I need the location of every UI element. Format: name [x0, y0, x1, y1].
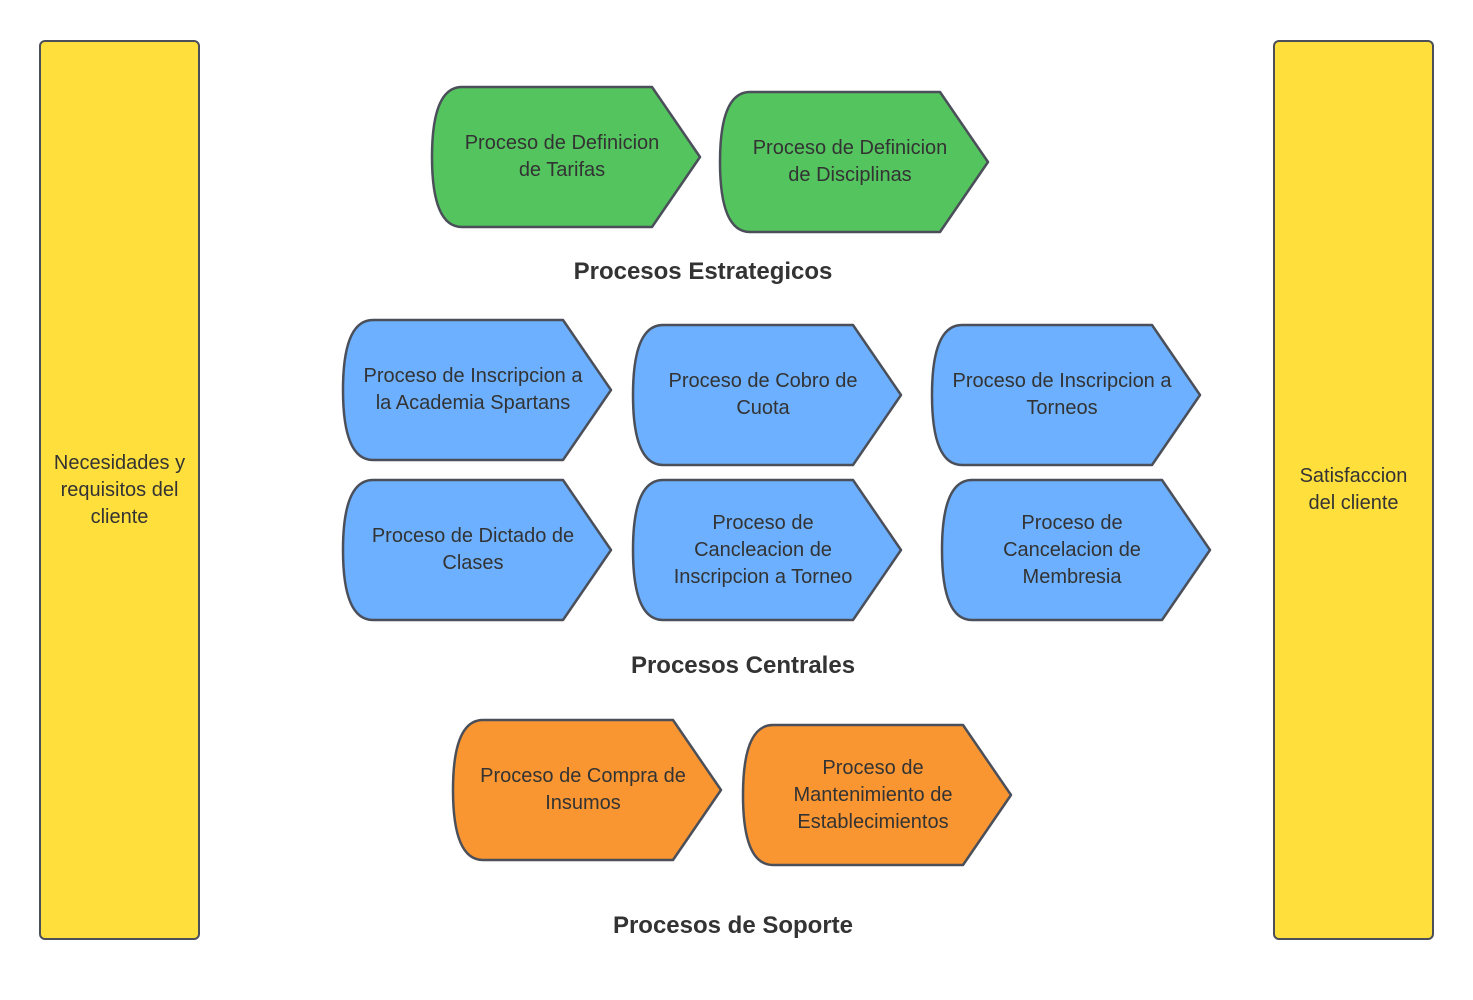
section-title-strategic: Procesos Estrategicos	[573, 258, 833, 285]
section-title-support: Procesos de Soporte	[612, 912, 854, 939]
process-shape-cobro-cuota	[631, 323, 903, 467]
process-shape-inscripcion-academia	[341, 318, 613, 462]
process-shape-mantenimiento-establecimientos	[741, 723, 1013, 867]
process-shape-dictado-clases	[341, 478, 613, 622]
process-shape-definicion-tarifas	[430, 85, 702, 229]
process-shape-inscripcion-torneos	[930, 323, 1202, 467]
customer-needs-label: Necesidades y requisitos del cliente	[53, 451, 186, 528]
customer-needs-bar: Necesidades y requisitos del cliente	[39, 40, 200, 940]
process-shape-definicion-disciplinas	[718, 90, 990, 234]
section-title-central: Procesos Centrales	[630, 652, 856, 679]
customer-satisfaction-label: Satisfaccion del cliente	[1299, 465, 1408, 514]
customer-satisfaction-bar: Satisfaccion del cliente	[1273, 40, 1434, 940]
process-shape-compra-insumos	[451, 718, 723, 862]
process-shape-cancelacion-inscripcion-torneo	[631, 478, 903, 622]
process-shape-cancelacion-membresia	[940, 478, 1212, 622]
